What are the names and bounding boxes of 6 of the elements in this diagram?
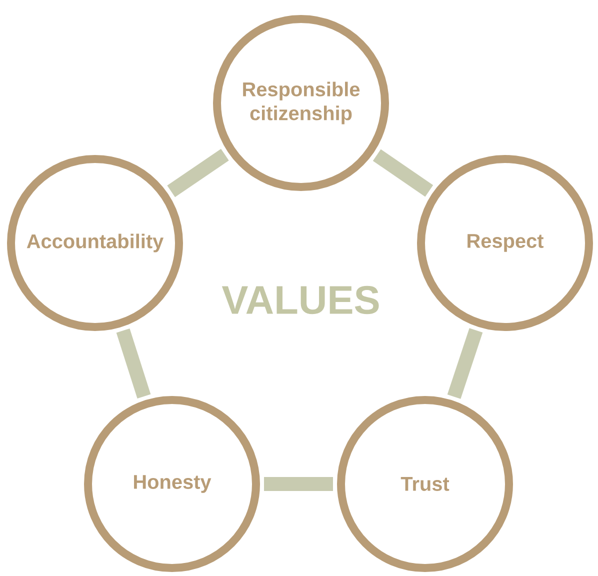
connector-bar [372,149,434,197]
connector-bar [167,148,229,198]
center-title: VALUES [222,286,379,314]
connector-bar [447,328,483,399]
connector-bar [264,477,333,491]
connector-bar [116,328,151,398]
